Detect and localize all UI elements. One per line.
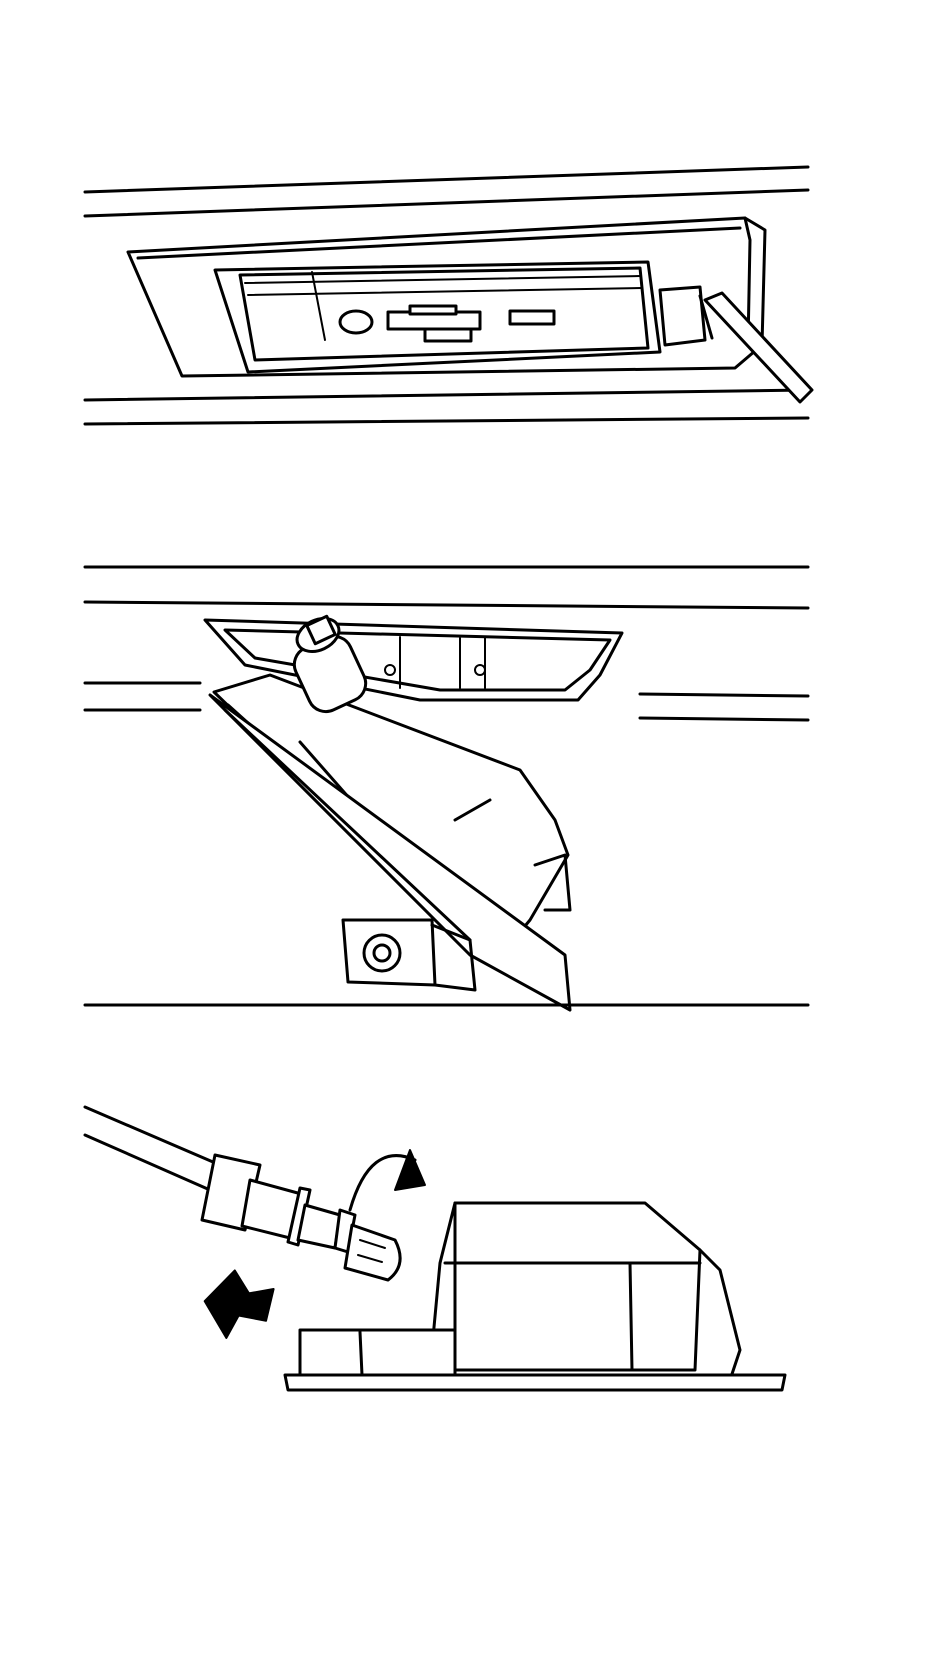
screwdriver-icon <box>698 291 814 404</box>
bumper-edges <box>83 565 810 722</box>
step-1-illustration <box>83 165 814 426</box>
bulb <box>343 1223 402 1282</box>
step-3-illustration <box>83 1105 787 1392</box>
step-1-panel <box>0 0 928 470</box>
step-2-illustration <box>83 565 810 1012</box>
lamp-housing <box>208 673 572 1012</box>
bulb-socket <box>292 614 368 714</box>
lamp-lens <box>213 260 707 374</box>
rotate-arrow-icon <box>348 1149 426 1212</box>
bumper-edges <box>83 165 810 426</box>
bulb-socket <box>200 1153 357 1254</box>
step-2-panel <box>0 470 928 1040</box>
pull-arrow-icon <box>203 1269 275 1339</box>
wire-harness <box>83 1105 222 1192</box>
mounting-tab <box>341 918 477 992</box>
step-3-panel <box>0 1040 928 1664</box>
lamp-housing <box>283 1201 787 1392</box>
